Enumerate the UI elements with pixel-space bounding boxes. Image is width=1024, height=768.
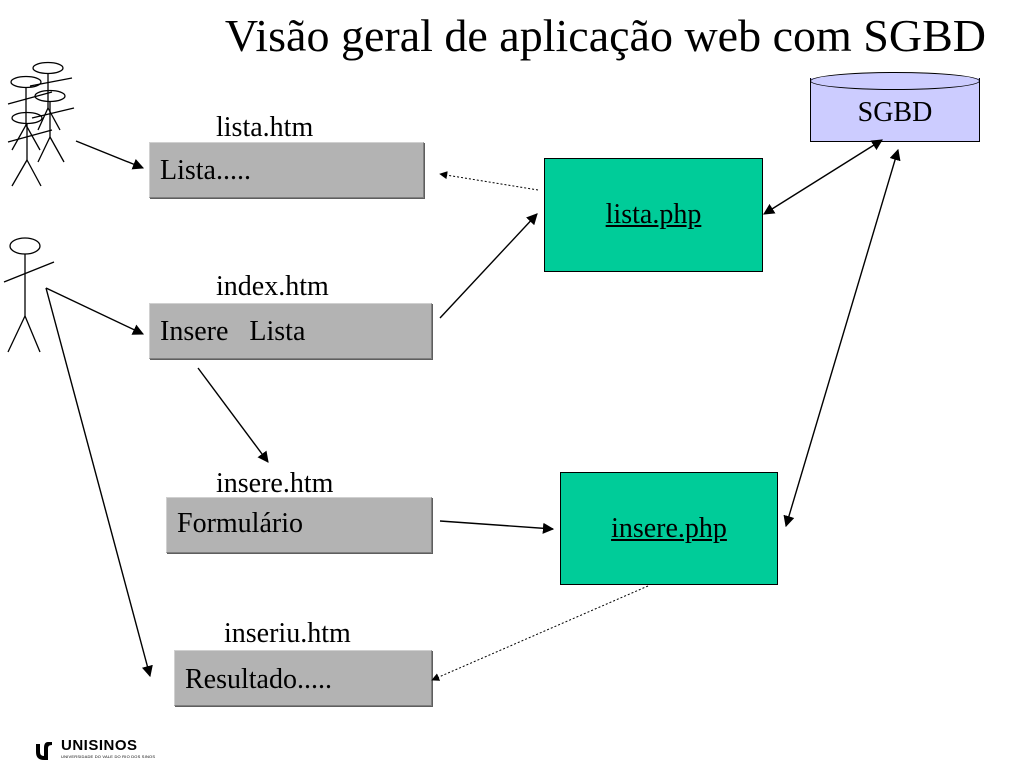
unisinos-tagline: UNIVERSIDADE DO VALE DO RIO DOS SINOS (61, 754, 156, 759)
arrow-index-to-lista-php (439, 213, 538, 319)
lista-htm-label: lista.htm (216, 112, 314, 143)
user-icon (3, 237, 55, 353)
inseriu-htm-page: Resultado..... (174, 650, 432, 706)
insere-php-box[interactable]: insere.php (560, 472, 778, 585)
index-htm-label: index.htm (216, 271, 329, 302)
unisinos-logo-icon (36, 742, 52, 760)
arrow-index-to-insere (197, 367, 269, 463)
insere-htm-label: insere.htm (216, 468, 334, 499)
unisinos-logo: UNISINOS UNIVERSIDADE DO VALE DO RIO DOS… (34, 738, 155, 762)
database-label: SGBD (857, 97, 933, 128)
slide-title: Visão geral de aplicação web com SGBD (224, 10, 986, 61)
arrow-lista-php-to-lista (439, 171, 539, 191)
arrow-users-to-lista (75, 140, 145, 170)
insere-htm-page[interactable]: Formulário (166, 497, 432, 553)
arrow-user-to-index (45, 287, 145, 335)
arrow-insere-php-db (783, 148, 901, 528)
arrow-lista-php-db (763, 139, 883, 215)
users-group-icon (7, 61, 75, 187)
inseriu-htm-label: inseriu.htm (224, 618, 351, 649)
arrow-insere-to-insere-php (439, 520, 555, 534)
index-htm-page[interactable]: Insere Lista (149, 303, 432, 359)
lista-htm-page: Lista..... (149, 142, 424, 198)
arrow-user-to-inseriu (45, 287, 153, 678)
lista-php-box[interactable]: lista.php (544, 158, 763, 272)
arrow-insere-php-to-inseriu (431, 585, 649, 681)
database-cylinder-top (810, 72, 980, 90)
unisinos-wordmark: UNISINOS (61, 737, 138, 754)
